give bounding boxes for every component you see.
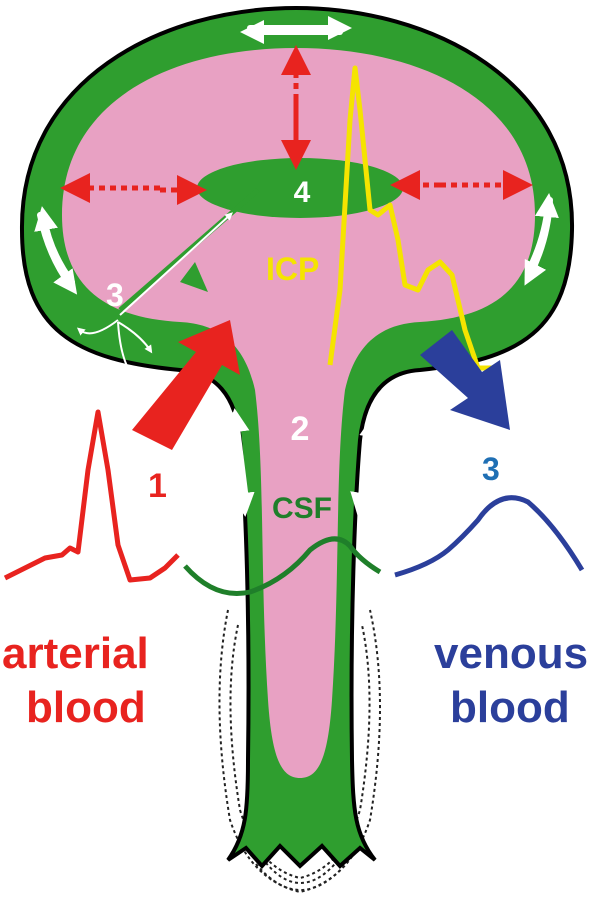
label-ventricle-number: 4: [294, 176, 311, 209]
label-central-number: 2: [291, 410, 310, 448]
venous-outflow-arrow: [420, 330, 510, 430]
label-arterial-line1: arterial: [2, 629, 149, 678]
csf-waveform: [183, 536, 382, 596]
label-venous-line2: blood: [450, 683, 570, 732]
icp-waveform: [327, 65, 500, 371]
arterial-inflow-arrow: [132, 320, 240, 450]
label-icp: ICP: [266, 251, 319, 287]
label-left-number: 3: [106, 277, 124, 313]
pressure-arrows: [60, 45, 533, 205]
spinal-dural-outline: [218, 609, 381, 894]
arterial-waveform: [3, 409, 180, 583]
brain-inner-shape: [62, 48, 535, 778]
csf-absorption-pathway: [76, 188, 260, 376]
label-venous-line1: venous: [434, 629, 588, 678]
label-venous-number: 3: [482, 451, 500, 487]
label-arterial-line2: blood: [26, 683, 146, 732]
ventricle-ellipse: [197, 158, 403, 218]
label-csf: CSF: [272, 492, 332, 525]
label-arterial-number: 1: [148, 467, 167, 505]
csf-flow-arrows: [34, 16, 559, 517]
venous-waveform: [394, 495, 585, 578]
